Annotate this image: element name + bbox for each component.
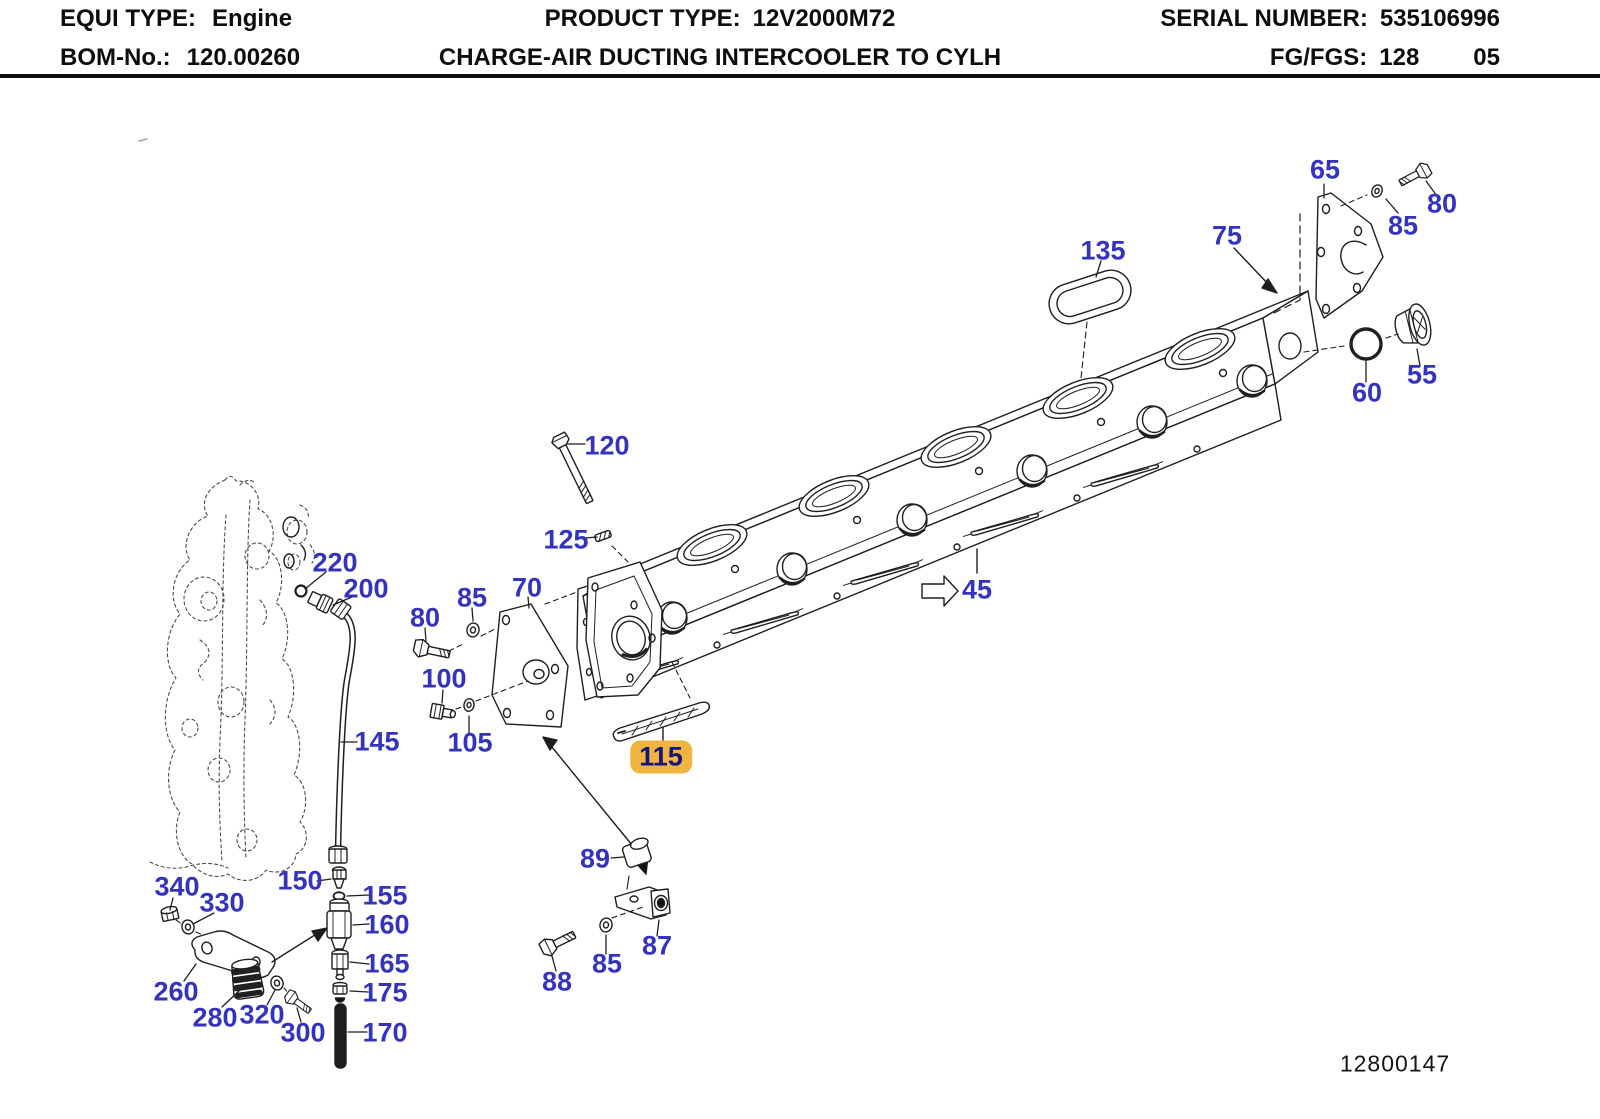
callout-105[interactable]: 105 (447, 727, 493, 758)
callout-160[interactable]: 160 (364, 909, 410, 940)
sheet-title: CHARGE-AIR DUCTING INTERCOOLER TO CYLH (438, 44, 1002, 71)
callout-145[interactable]: 145 (354, 726, 400, 757)
header-fg: FG/FGS: 128 05 (1270, 44, 1500, 72)
part-nut-175 (332, 981, 348, 1003)
fg-label: FG/FGS: (1269, 44, 1368, 71)
part-washer-105 (462, 697, 476, 713)
part-valve-160 (326, 898, 352, 950)
callout-85[interactable]: 85 (1387, 210, 1419, 241)
cover-70-assembly (411, 584, 598, 728)
duct-end-flange (585, 561, 663, 698)
callout-85[interactable]: 85 (456, 582, 488, 613)
part-fitting-165 (331, 949, 349, 981)
product-type-label: PRODUCT TYPE: (544, 5, 741, 32)
part-gasket-135 (1048, 269, 1132, 325)
part-bolt-88 (537, 925, 580, 960)
part-gasket-115 (612, 661, 711, 742)
callout-155[interactable]: 155 (362, 880, 408, 911)
callout-175[interactable]: 175 (362, 977, 408, 1008)
serial-label: SERIAL NUMBER: (1160, 5, 1368, 32)
serial-value: 535106996 (1379, 5, 1500, 32)
callout-80[interactable]: 80 (409, 602, 441, 633)
callout-60[interactable]: 60 (1351, 377, 1383, 408)
part-fitting-100 (429, 702, 457, 720)
part-bolt-80-left (411, 637, 453, 664)
header-bom: BOM-No.: 120.00260 (60, 44, 300, 72)
callout-70[interactable]: 70 (511, 572, 543, 603)
vent-valve-stack (326, 866, 352, 1069)
part-pipe-145 (294, 584, 356, 864)
engine-boss (282, 516, 307, 569)
bom-value: 120.00260 (186, 44, 301, 71)
bom-label: BOM-No.: (60, 44, 171, 71)
callout-330[interactable]: 330 (199, 887, 245, 918)
header-serial: SERIAL NUMBER: 535106996 (1160, 5, 1500, 33)
clamp-assembly (537, 736, 671, 960)
callout-200[interactable]: 200 (343, 573, 389, 604)
callout-55[interactable]: 55 (1406, 359, 1438, 390)
part-fitting-150 (331, 866, 347, 889)
callout-115[interactable]: 115 (630, 740, 692, 774)
callout-340[interactable]: 340 (154, 871, 200, 902)
product-type-value: 12V2000M72 (752, 5, 896, 32)
part-washer-85-bottom (597, 916, 615, 934)
callout-165[interactable]: 165 (364, 948, 410, 979)
fg-value: 128 (1379, 44, 1420, 71)
mount-arrow (311, 927, 328, 942)
callout-45[interactable]: 45 (961, 574, 993, 605)
part-fitting-200 (307, 591, 334, 614)
callout-87[interactable]: 87 (641, 930, 673, 961)
drawing-number: 12800147 (1339, 1050, 1451, 1077)
part-plug-89 (621, 837, 652, 875)
part-bolt-80-right (1395, 159, 1434, 191)
callout-170[interactable]: 170 (362, 1017, 408, 1048)
equi-type-label: EQUI TYPE: (60, 5, 197, 32)
part-bracket-87 (614, 886, 671, 920)
callout-85[interactable]: 85 (591, 948, 623, 979)
callout-280[interactable]: 280 (192, 1002, 238, 1033)
callout-88[interactable]: 88 (541, 966, 573, 997)
callout-75[interactable]: 75 (1211, 220, 1243, 251)
callout-89[interactable]: 89 (579, 843, 611, 874)
header-equi-type: EQUI TYPE: Engine (60, 5, 292, 33)
stray-mark (138, 138, 148, 142)
part-oring-220 (294, 584, 308, 598)
cover-65-assembly (1233, 159, 1434, 361)
callout-80[interactable]: 80 (1426, 188, 1458, 219)
fg-page: 05 (1473, 44, 1500, 71)
callout-135[interactable]: 135 (1080, 235, 1126, 266)
part-washer-320 (268, 973, 286, 993)
callout-260[interactable]: 260 (153, 976, 199, 1007)
part-plug-55 (1394, 303, 1432, 346)
callout-150[interactable]: 150 (277, 865, 323, 896)
header-product-type: PRODUCT TYPE: 12V2000M72 (545, 5, 896, 33)
callout-100[interactable]: 100 (421, 663, 467, 694)
part-bolt-120 (551, 431, 594, 505)
part-oring-60 (1349, 327, 1383, 361)
leader-lines (169, 180, 1438, 1033)
header-divider (0, 74, 1600, 78)
part-cover-70 (491, 603, 569, 728)
callout-300[interactable]: 300 (280, 1017, 326, 1048)
part-washer-330 (179, 917, 197, 937)
equi-type-value: Engine (212, 5, 293, 32)
view-arrow-45 (921, 575, 959, 607)
part-nut-340 (160, 905, 180, 923)
part-hose-170 (334, 1003, 347, 1069)
callout-65[interactable]: 65 (1309, 154, 1341, 185)
pointer-arrow-75 (1261, 278, 1278, 294)
part-duct-45 (551, 269, 1319, 742)
callout-125[interactable]: 125 (543, 524, 589, 555)
part-washer-85-left (464, 621, 482, 639)
engine-silhouette (149, 475, 316, 881)
callout-220[interactable]: 220 (312, 547, 358, 578)
part-cover-65 (1315, 192, 1384, 319)
part-dowel-125 (594, 529, 612, 543)
part-washer-85-right (1369, 182, 1385, 200)
callout-120[interactable]: 120 (584, 430, 630, 461)
callout-320[interactable]: 320 (239, 999, 285, 1030)
